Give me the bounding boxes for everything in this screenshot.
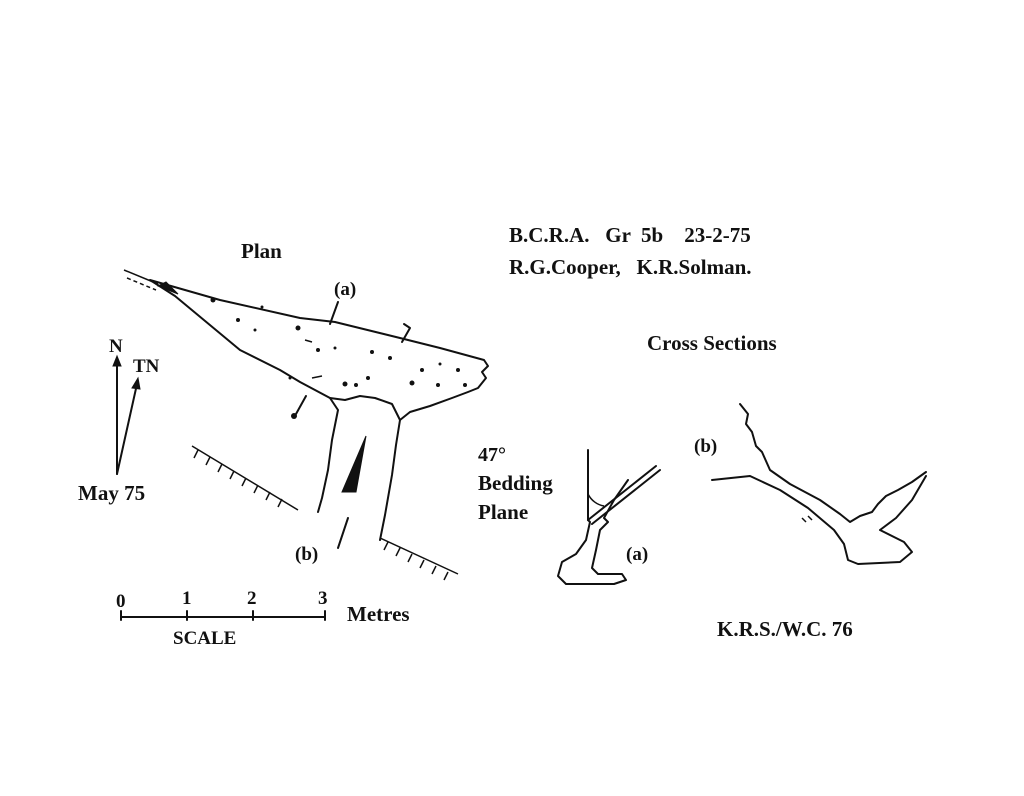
true-north-label: TN [133,356,160,377]
magnetic-north-arrowhead [112,354,122,367]
plan-title: Plan [241,239,282,263]
scale-caption: SCALE [173,628,236,649]
dip-value: 47° [478,444,506,466]
north-arrows: N TN May 75 [78,336,160,505]
section-b-profile-lower [711,475,927,565]
cross-sections: Cross Sections 47° Bedding Plane (a) (b) [478,331,927,585]
surveyors-line: R.G.Cooper, K.R.Solman. [509,255,752,279]
plan-view: Plan (a) (b) [123,239,489,581]
dip-label-line2: Plane [478,500,528,524]
true-north-arrowhead [131,376,141,390]
section-b-step-marks [801,515,813,523]
cross-sections-title: Cross Sections [647,331,777,355]
dip-angle-arc [587,493,605,507]
scale-tick-3: 3 [318,588,328,609]
true-north-arrow [116,383,138,475]
dip-label-line1: Bedding [478,471,553,495]
entrance-drop-symbol [156,281,179,295]
left-wall-hatching [191,445,299,511]
north-date-label: May 75 [78,481,145,505]
bedding-plane-line [587,465,657,521]
scale-bar-ticks [120,610,326,621]
lower-passage-left-wall [329,395,401,421]
section-a-label: (a) [626,544,648,565]
passage-outline [149,279,489,541]
scale-unit: Metres [347,602,410,626]
bedding-plane-line-parallel [591,469,661,525]
drawing-credit: K.R.S./W.C. 76 [717,617,853,641]
plan-section-a-label: (a) [334,279,356,300]
plan-section-b-label: (b) [295,544,318,565]
survey-header: B.C.R.A. Gr 5b 23-2-75 R.G.Cooper, K.R.S… [509,223,752,279]
section-marker-top [401,323,411,343]
section-b-label: (b) [694,436,717,457]
slope-arrow [341,435,367,493]
magnetic-north-label: N [109,336,123,357]
scale-tick-0: 0 [116,591,126,612]
scale-bar: 0 1 2 3 Metres SCALE [116,588,410,649]
boulder-symbols [210,297,467,387]
section-a-marker [329,301,339,325]
scale-tick-2: 2 [247,588,257,609]
section-marker-lower [295,395,307,415]
section-a-profile [557,479,629,585]
scale-tick-1: 1 [182,588,192,609]
survey-grade-line: B.C.R.A. Gr 5b 23-2-75 [509,223,751,247]
section-b-profile-upper [739,403,927,523]
section-b-marker [337,517,349,549]
right-wall-hatching [379,537,459,581]
passage-continuation-lower [126,277,157,291]
